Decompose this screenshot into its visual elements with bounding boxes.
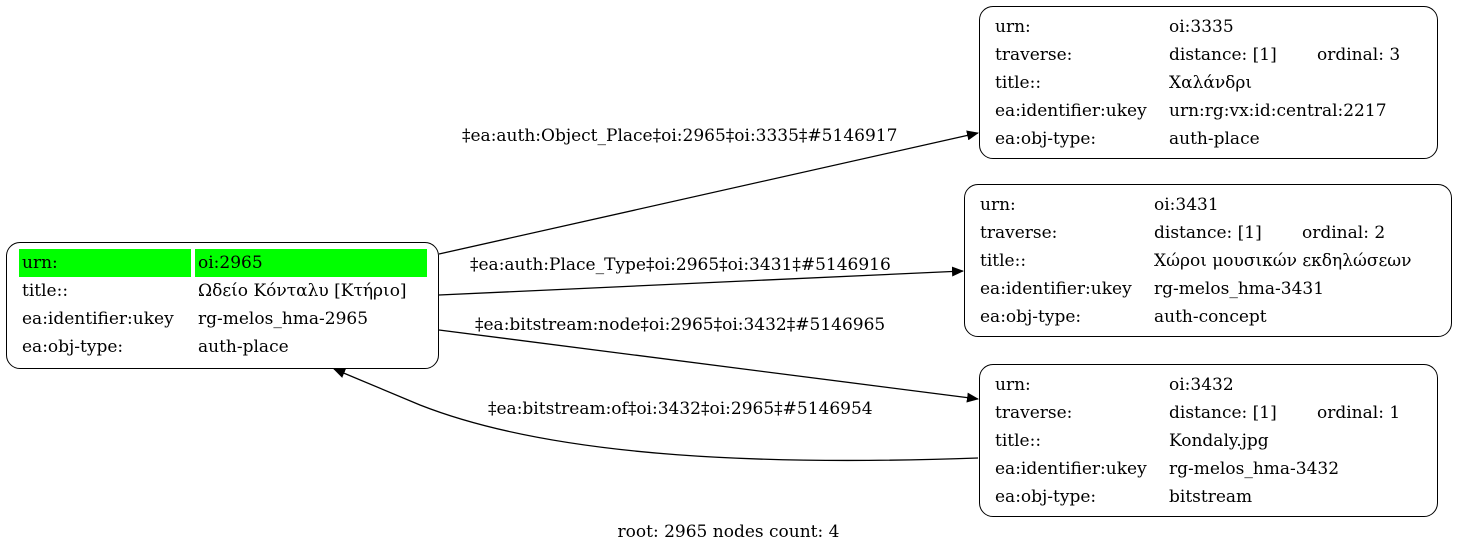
row-value: Ωδείο Κόνταλυ [Κτήριο]: [198, 281, 407, 301]
row-key: title::: [980, 251, 1027, 271]
row-value: Kondaly.jpg: [1169, 431, 1269, 451]
row-value: oi:2965: [195, 249, 427, 277]
row-key: ea:obj-type:: [995, 487, 1097, 507]
row-value-ordinal: ordinal: 2: [1302, 223, 1386, 243]
row-value: distance: [1]: [1169, 45, 1277, 65]
row-value: auth-concept: [1154, 307, 1267, 327]
row-value: distance: [1]: [1154, 223, 1262, 243]
row-value: distance: [1]: [1169, 403, 1277, 423]
row-key: traverse:: [995, 403, 1073, 423]
row-key: ea:identifier:ukey: [995, 101, 1147, 121]
node-row-urn: urn: oi:2965: [19, 249, 435, 277]
row-value-ordinal: ordinal: 1: [1317, 403, 1401, 423]
edge-object-place: [438, 130, 979, 255]
edge-bitstream-node: [438, 329, 979, 403]
row-value: auth-place: [1169, 129, 1260, 149]
node-3335[interactable]: urn: oi:3335 traverse: distance: [1] ord…: [979, 6, 1438, 159]
row-value: urn:rg:vx:id:central:2217: [1169, 101, 1387, 121]
row-key: ea:identifier:ukey: [995, 459, 1147, 479]
row-value: Χαλάνδρι: [1169, 73, 1253, 93]
row-key: ea:identifier:ukey: [980, 279, 1132, 299]
edge-label-bitstream-node: ‡ea:bitstream:node‡oi:2965‡oi:3432‡#5146…: [475, 315, 885, 335]
edge-place-type: [438, 266, 964, 296]
row-value: bitstream: [1169, 487, 1253, 507]
row-value: auth-place: [198, 337, 289, 357]
edge-label-bitstream-of: ‡ea:bitstream:of‡oi:3432‡oi:2965‡#514695…: [488, 399, 873, 419]
row-key: ea:obj-type:: [980, 307, 1082, 327]
row-key: ea:obj-type:: [22, 337, 124, 357]
row-value: oi:3432: [1169, 375, 1234, 395]
row-value: rg-melos_hma-3432: [1169, 459, 1340, 479]
graph-footer: root: 2965 nodes count: 4: [617, 522, 840, 542]
edge-bitstream-of: [333, 368, 979, 462]
row-key: traverse:: [980, 223, 1058, 243]
row-key: title::: [22, 281, 69, 301]
row-key: traverse:: [995, 45, 1073, 65]
row-key: title::: [995, 73, 1042, 93]
row-value: rg-melos_hma-3431: [1154, 279, 1325, 299]
row-value: oi:3335: [1169, 17, 1234, 37]
node-root[interactable]: urn: oi:2965 title:: Ωδείο Κόνταλυ [Κτήρ…: [6, 242, 439, 369]
row-value: Χώροι μουσικών εκδηλώσεων: [1154, 251, 1412, 271]
row-key: urn:: [995, 17, 1031, 37]
row-key: urn:: [980, 195, 1016, 215]
edge-label-place-type: ‡ea:auth:Place_Type‡oi:2965‡oi:3431‡#514…: [470, 255, 891, 275]
row-key: ea:identifier:ukey: [22, 309, 174, 329]
row-value: rg-melos_hma-2965: [198, 309, 369, 329]
row-value-ordinal: ordinal: 3: [1317, 45, 1401, 65]
row-key: urn:: [995, 375, 1031, 395]
node-3431[interactable]: urn: oi:3431 traverse: distance: [1] ord…: [964, 184, 1452, 337]
row-key: urn:: [19, 249, 191, 277]
row-key: ea:obj-type:: [995, 129, 1097, 149]
node-3432[interactable]: urn: oi:3432 traverse: distance: [1] ord…: [979, 364, 1438, 517]
row-value: oi:3431: [1154, 195, 1219, 215]
row-key: title::: [995, 431, 1042, 451]
edge-label-object-place: ‡ea:auth:Object_Place‡oi:2965‡oi:3335‡#5…: [462, 126, 897, 146]
